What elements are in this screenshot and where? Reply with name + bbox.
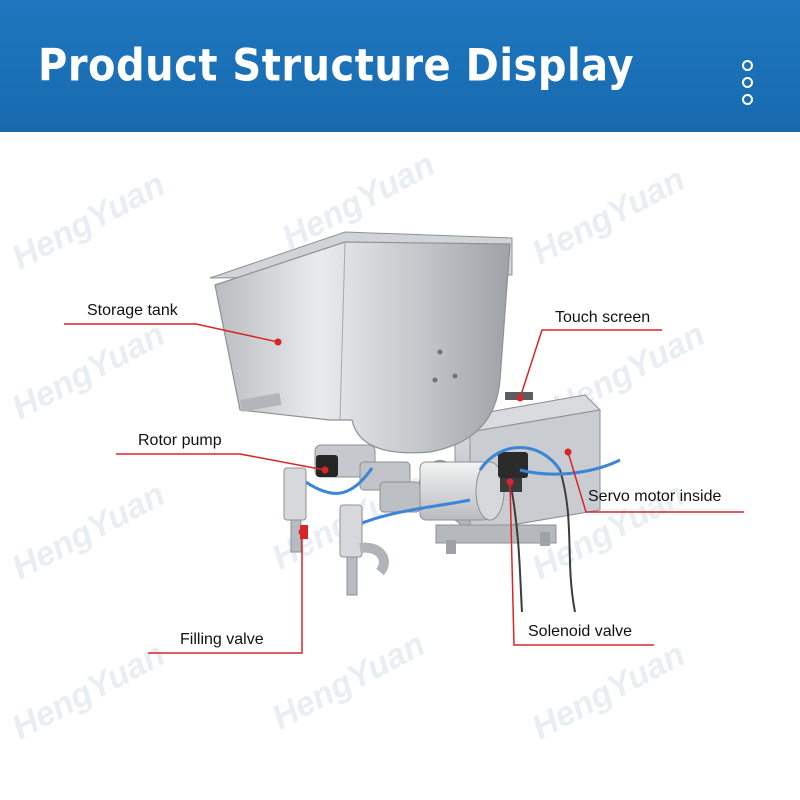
callout-dot-storage-tank (274, 338, 282, 346)
motor (418, 460, 505, 521)
watermark-text: HengYuan (6, 165, 171, 277)
callout-filling-valve (148, 532, 303, 654)
watermark-text: HengYuan (6, 635, 171, 747)
callout-storage-tank (64, 323, 279, 343)
label-storage-tank: Storage tank (87, 302, 178, 319)
rotor-pump-group (314, 444, 421, 513)
watermark-text: HengYuan (6, 475, 171, 587)
watermark-text: HengYuan (526, 635, 691, 747)
label-touch-screen: Touch screen (555, 309, 651, 326)
callout-dot-rotor-pump (321, 466, 329, 474)
label-filling-valve: Filling valve (180, 631, 264, 648)
callout-dot-solenoid-valve (506, 478, 514, 486)
vertical-dots-icon[interactable] (740, 60, 754, 110)
filling-valve-group (283, 467, 389, 596)
label-servo-motor: Servo motor inside (588, 488, 722, 505)
callout-solenoid-valve (509, 481, 654, 646)
callout-rotor-pump (116, 453, 326, 471)
watermark-text: HengYuan (266, 625, 431, 737)
header-banner: Product Structure Display (0, 0, 800, 132)
callout-dot-servo-motor (564, 448, 572, 456)
label-rotor-pump: Rotor pump (138, 432, 222, 449)
air-tubes (299, 446, 621, 530)
callout-servo-motor (567, 451, 744, 513)
callout-dot-filling-valve (298, 528, 306, 536)
callout-touch-screen (519, 329, 662, 399)
label-solenoid-valve: Solenoid valve (528, 623, 633, 640)
callout-lines (64, 323, 744, 654)
watermark-text: HengYuan (6, 315, 171, 427)
storage-tank (209, 231, 513, 454)
callout-dot-touch-screen (516, 394, 524, 402)
page-title: Product Structure Display (38, 40, 635, 92)
watermark-text: HengYuan (526, 160, 691, 272)
